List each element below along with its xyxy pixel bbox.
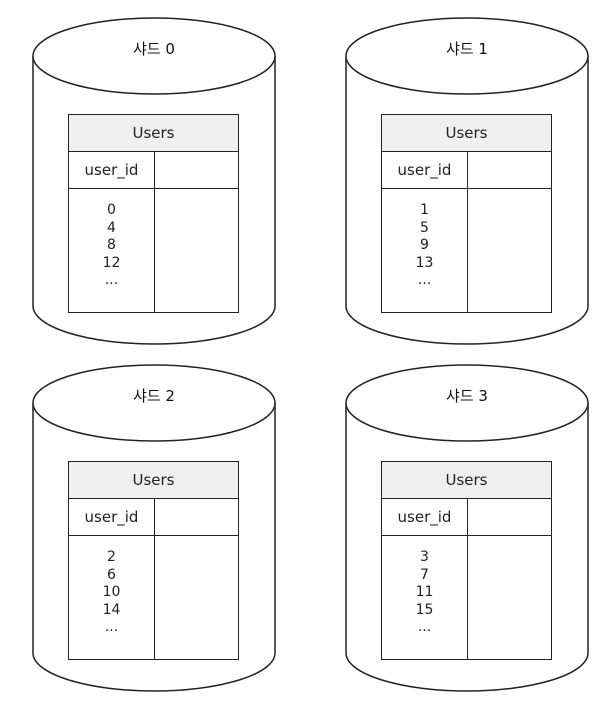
empty-column [468,536,551,660]
table-row: ... [417,272,432,288]
column-header-empty [155,499,238,535]
column-header-empty [468,152,551,188]
table-header-row: user_id [69,499,238,536]
table-header-row: user_id [382,152,551,189]
table-row: 14 [102,601,121,618]
table-body: 1 5 9 13 ... [382,189,551,313]
shard-label: 샤드 3 [446,387,488,405]
table-row: 2 [107,549,116,565]
table-header-row: user_id [69,152,238,189]
shard-label: 샤드 1 [446,40,488,58]
users-table: Users user_id 3 7 11 15 ... [381,461,552,660]
table-body: 0 4 8 12 ... [69,189,238,313]
table-row: 4 [107,219,116,236]
column-header-empty [155,152,238,188]
user-id-values: 0 4 8 12 ... [69,189,155,313]
user-id-values: 2 6 10 14 ... [69,536,155,660]
empty-column [155,189,238,313]
user-id-values: 1 5 9 13 ... [382,189,468,313]
table-title: Users [382,462,551,499]
table-row: 11 [415,584,434,600]
table-row: ... [104,619,119,635]
column-header-user-id: user_id [382,152,468,188]
table-row: 0 [107,202,116,218]
user-id-values: 3 7 11 15 ... [382,536,468,660]
table-row: ... [417,619,432,635]
table-row: 9 [420,237,429,253]
table-row: 10 [102,584,121,600]
table-row: ... [104,272,119,288]
empty-column [468,189,551,313]
table-row: 1 [420,202,429,218]
column-header-user-id: user_id [382,499,468,535]
table-row: 13 [415,254,434,271]
table-body: 2 6 10 14 ... [69,536,238,660]
table-title: Users [382,115,551,152]
shard-0: 샤드 0 Users user_id 0 4 8 12 ... [32,16,276,346]
table-row: 12 [102,254,121,271]
users-table: Users user_id 0 4 8 12 ... [68,114,239,313]
table-row: 5 [420,219,429,236]
column-header-user-id: user_id [69,152,155,188]
table-row: 15 [415,601,434,618]
table-row: 8 [107,237,116,253]
shard-2: 샤드 2 Users user_id 2 6 10 14 ... [32,363,276,693]
users-table: Users user_id 1 5 9 13 ... [381,114,552,313]
table-row: 3 [420,549,429,565]
shard-1: 샤드 1 Users user_id 1 5 9 13 ... [345,16,589,346]
table-body: 3 7 11 15 ... [382,536,551,660]
table-row: 7 [420,566,429,583]
shard-3: 샤드 3 Users user_id 3 7 11 15 ... [345,363,589,693]
shard-label: 샤드 2 [133,387,175,405]
table-header-row: user_id [382,499,551,536]
table-title: Users [69,115,238,152]
column-header-user-id: user_id [69,499,155,535]
table-title: Users [69,462,238,499]
column-header-empty [468,499,551,535]
users-table: Users user_id 2 6 10 14 ... [68,461,239,660]
table-row: 6 [107,566,116,583]
shard-label: 샤드 0 [133,40,175,58]
empty-column [155,536,238,660]
